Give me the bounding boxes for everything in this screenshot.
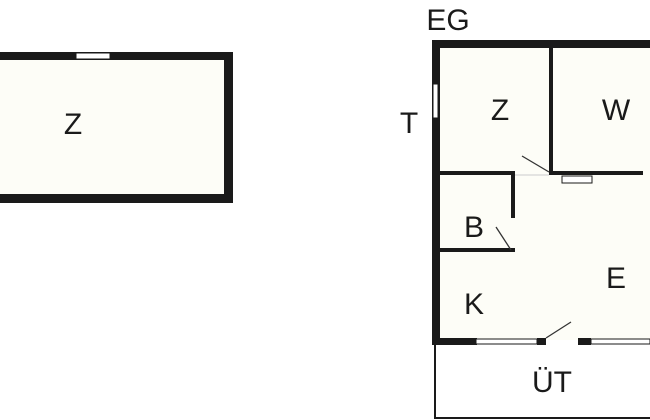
wall-bottom-seg [578, 338, 591, 345]
room-label-z: Z [64, 108, 82, 141]
door-entry-icon [545, 321, 572, 339]
wall-z-w [549, 48, 553, 175]
wall-right [224, 52, 233, 203]
wall-w-bottom [549, 171, 643, 175]
window-bottom-1 [475, 338, 538, 345]
door-z-icon [521, 155, 550, 173]
wall-left [432, 40, 440, 345]
door-b-icon [495, 226, 512, 251]
floor-label: EG [426, 4, 469, 37]
wall-b-top [440, 171, 515, 175]
wall-top [432, 40, 650, 48]
room-label-ut: ÜT [532, 366, 572, 399]
room-label-w: W [602, 94, 631, 127]
room-label-e: E [606, 262, 626, 295]
room-label-k: K [464, 288, 484, 321]
window [75, 52, 111, 60]
interior-floor [440, 48, 650, 340]
left-floor-plan: Z [0, 52, 233, 203]
terrace-outline [434, 345, 650, 419]
side-label: T [400, 107, 418, 140]
window-bottom-2 [590, 338, 650, 345]
wall-bottom [0, 194, 233, 203]
wall-b-right [511, 171, 515, 218]
room-label-b: B [464, 211, 484, 244]
wall-bottom-left [432, 338, 477, 345]
vent-icon [561, 175, 593, 184]
window-left [432, 83, 439, 119]
wall-bottom-seg [537, 338, 546, 345]
room-z-floor [0, 56, 228, 198]
wall-top [0, 52, 233, 60]
right-floor-plan: EG T Z W B E K ÜT [400, 4, 650, 419]
room-label-z: Z [491, 94, 509, 127]
wall-b-bottom [440, 248, 515, 252]
